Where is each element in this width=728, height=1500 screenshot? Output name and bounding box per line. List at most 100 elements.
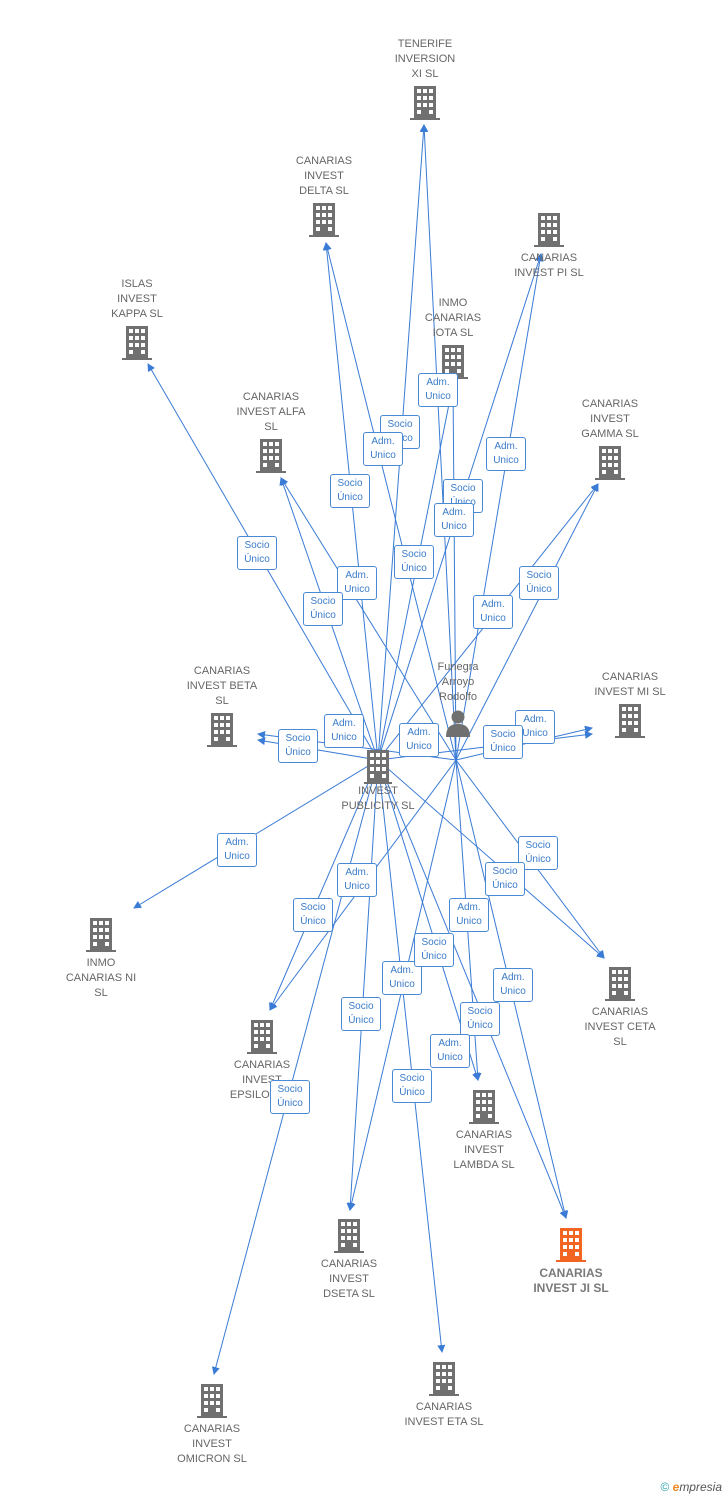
company-label: CANARIAS INVEST DELTA SL <box>295 155 353 197</box>
company-node-iota[interactable]: INMO CANARIAS IOTA SL <box>398 296 508 379</box>
building-icon <box>556 1228 586 1262</box>
building-icon <box>86 918 116 952</box>
relation-badge[interactable]: Socio Único <box>270 1080 310 1114</box>
company-node-omicron[interactable]: CANARIAS INVEST OMICRON SL <box>157 1384 267 1467</box>
company-node-kappa[interactable]: ISLAS INVEST KAPPA SL <box>82 277 192 360</box>
edge-line <box>211 759 379 1375</box>
company-node-ceta[interactable]: CANARIAS INVEST CETA SL <box>565 967 675 1050</box>
company-node-ji[interactable]: CANARIAS INVEST JI SL <box>516 1228 626 1296</box>
person-label: Funegra Arroyo Rodolfo <box>437 661 479 703</box>
company-label: CANARIAS INVEST ETA SL <box>404 1401 484 1428</box>
relation-badge[interactable]: Adm. Unico <box>473 595 513 629</box>
building-icon <box>429 1362 459 1396</box>
company-node-gamma[interactable]: CANARIAS INVEST GAMMA SL <box>555 397 665 480</box>
person-node-funegra[interactable]: Funegra Arroyo Rodolfo <box>403 660 513 737</box>
company-node-pi[interactable]: CANARIAS INVEST PI SL <box>494 213 604 281</box>
company-node-lambda[interactable]: CANARIAS INVEST LAMBDA SL <box>429 1090 539 1173</box>
person-icon <box>446 710 470 737</box>
footer-brand: © empresia <box>660 1480 722 1494</box>
relation-badge[interactable]: Adm. Unico <box>337 863 377 897</box>
relation-badge[interactable]: Adm. Unico <box>434 503 474 537</box>
hub-node-invest-publicity[interactable]: INVEST PUBLICITY SL <box>323 750 433 814</box>
relation-badge[interactable]: Adm. Unico <box>430 1034 470 1068</box>
building-icon <box>309 203 339 237</box>
building-icon <box>534 213 564 247</box>
edge-line <box>346 759 379 1211</box>
building-icon <box>197 1384 227 1418</box>
relation-badge[interactable]: Socio Único <box>485 862 525 896</box>
relation-badge[interactable]: Socio Único <box>341 997 381 1031</box>
company-node-alfa[interactable]: CANARIAS INVEST ALFA SL <box>216 390 326 473</box>
relation-badge[interactable]: Adm. Unico <box>493 968 533 1002</box>
building-icon <box>469 1090 499 1124</box>
edge-line <box>455 253 544 761</box>
building-icon <box>334 1219 364 1253</box>
company-label: CANARIAS INVEST MI SL <box>594 671 666 698</box>
copyright-symbol: © <box>660 1480 670 1494</box>
company-label: CANARIAS INVEST LAMBDA SL <box>453 1129 515 1171</box>
relation-badge[interactable]: Adm. Unico <box>363 432 403 466</box>
edge-line <box>280 477 457 761</box>
building-icon <box>595 446 625 480</box>
relation-badge[interactable]: Socio Único <box>414 933 454 967</box>
brand-logo-e: e <box>672 1480 680 1494</box>
relation-badge[interactable]: Socio Único <box>483 725 523 759</box>
company-label: CANARIAS INVEST DSETA SL <box>320 1258 378 1300</box>
company-node-dseta[interactable]: CANARIAS INVEST DSETA SL <box>294 1219 404 1302</box>
edge-line <box>377 759 446 1353</box>
edge-line <box>455 483 599 761</box>
relation-badge[interactable]: Adm. Unico <box>217 833 257 867</box>
company-node-beta[interactable]: CANARIAS INVEST BETA SL <box>167 664 277 747</box>
hub-label: INVEST PUBLICITY SL <box>341 785 415 812</box>
company-label: TENERIFE INVERSION XI SL <box>394 38 456 80</box>
relation-badge[interactable]: Socio Único <box>392 1069 432 1103</box>
relation-badge[interactable]: Adm. Unico <box>399 723 439 757</box>
relation-badge[interactable]: Adm. Unico <box>324 714 364 748</box>
company-label: INMO CANARIAS IOTA SL <box>424 297 482 339</box>
edge-line <box>455 725 593 761</box>
company-label: CANARIAS INVEST JI SL <box>533 1266 609 1295</box>
relation-badge[interactable]: Socio Único <box>519 566 559 600</box>
building-icon <box>364 750 392 784</box>
company-node-tenerife[interactable]: TENERIFE INVERSION XI SL <box>370 37 480 120</box>
edge-line <box>377 759 605 959</box>
edge-line <box>449 383 458 761</box>
relation-badge[interactable]: Socio Único <box>278 729 318 763</box>
relation-badge[interactable]: Adm. Unico <box>337 566 377 600</box>
relation-badge[interactable]: Socio Único <box>237 536 277 570</box>
company-label: CANARIAS INVEST BETA SL <box>186 665 258 707</box>
building-icon <box>207 713 237 747</box>
brand-logo-text: mpresia <box>679 1480 722 1494</box>
company-node-ni[interactable]: INMO CANARIAS NI SL <box>46 918 156 1001</box>
company-node-delta[interactable]: CANARIAS INVEST DELTA SL <box>269 154 379 237</box>
relation-badge[interactable]: Adm. Unico <box>418 373 458 407</box>
relation-badge[interactable]: Socio Único <box>330 474 370 508</box>
relation-badge[interactable]: Socio Único <box>460 1002 500 1036</box>
company-label: CANARIAS INVEST OMICRON SL <box>177 1423 247 1465</box>
company-label: ISLAS INVEST KAPPA SL <box>111 278 163 320</box>
relation-badge[interactable]: Adm. Unico <box>486 437 526 471</box>
relation-badge[interactable]: Socio Único <box>303 592 343 626</box>
company-label: CANARIAS INVEST PI SL <box>514 252 584 279</box>
relation-badge[interactable]: Adm. Unico <box>382 961 422 995</box>
company-node-epsilon[interactable]: CANARIAS INVEST EPSILON SL <box>207 1020 317 1103</box>
building-icon <box>256 439 286 473</box>
company-node-mi[interactable]: CANARIAS INVEST MI SL <box>575 670 685 738</box>
building-icon <box>247 1020 277 1054</box>
building-icon <box>410 86 440 120</box>
building-icon <box>605 967 635 1001</box>
relation-badge[interactable]: Adm. Unico <box>449 898 489 932</box>
edge-line <box>377 759 568 1219</box>
relation-badge[interactable]: Socio Único <box>394 545 434 579</box>
edge-line <box>323 242 457 761</box>
company-label: CANARIAS INVEST CETA SL <box>584 1006 656 1048</box>
company-node-eta[interactable]: CANARIAS INVEST ETA SL <box>389 1362 499 1430</box>
company-label: INMO CANARIAS NI SL <box>65 957 137 999</box>
edge-line <box>269 759 379 1011</box>
building-icon <box>122 326 152 360</box>
relation-badge[interactable]: Socio Único <box>293 898 333 932</box>
edge-line <box>420 124 457 761</box>
building-icon <box>615 704 645 738</box>
company-label: CANARIAS INVEST ALFA SL <box>236 391 306 433</box>
company-label: CANARIAS INVEST GAMMA SL <box>581 398 639 440</box>
